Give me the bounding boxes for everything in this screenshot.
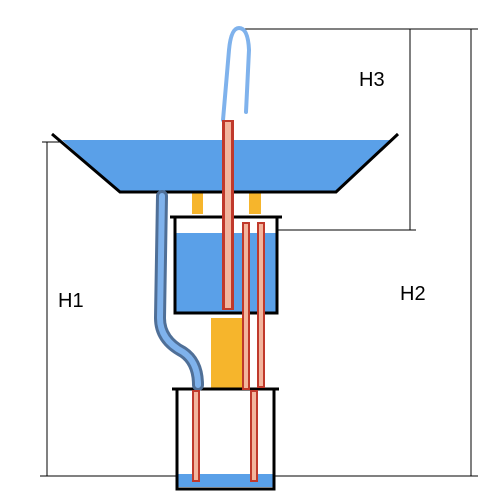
bottom-tube-left-inner [194,392,198,480]
siphon-tube-loop [221,25,252,122]
bottom-chamber [172,387,279,491]
riser-tube-far-right-inner [259,224,263,386]
label-h3: H3 [359,69,385,91]
riser-tubes [192,120,265,482]
label-h1: H1 [58,290,84,312]
strut-right-upper [249,193,261,214]
drain-pipe-fill [156,193,201,388]
riser-tube-left-inner [225,122,231,308]
label-h2: H2 [400,283,426,305]
drain-pipe [153,190,204,391]
bottom-tube-right-inner [252,392,256,480]
riser-tube-right-inner [244,224,248,388]
siphon-tube [221,25,252,122]
strut-central [211,318,243,390]
bottom-chamber-water [177,474,274,487]
support-struts [192,193,261,390]
strut-left-upper [192,193,203,214]
bottom-chamber-outline [175,389,276,491]
